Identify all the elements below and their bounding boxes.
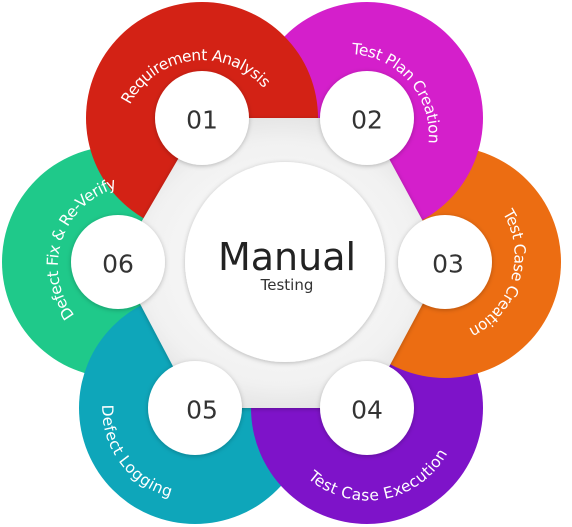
- step-node-4: [320, 361, 414, 455]
- step-number-6: 06: [102, 250, 134, 279]
- step-nodes: 01 02 03 04 05 06: [71, 71, 492, 455]
- step-number-3: 03: [432, 250, 464, 279]
- step-number-1: 01: [186, 106, 218, 135]
- step-node-3: [398, 215, 492, 309]
- step-node-6: [71, 215, 165, 309]
- step-number-5: 05: [186, 396, 218, 425]
- step-node-2: [320, 71, 414, 165]
- step-node-5: [148, 361, 242, 455]
- step-node-1: [155, 71, 249, 165]
- center-title: Manual: [218, 235, 356, 279]
- center-disc: [185, 162, 385, 362]
- step-number-4: 04: [351, 396, 383, 425]
- center-subtitle: Testing: [260, 276, 314, 294]
- step-number-2: 02: [351, 106, 383, 135]
